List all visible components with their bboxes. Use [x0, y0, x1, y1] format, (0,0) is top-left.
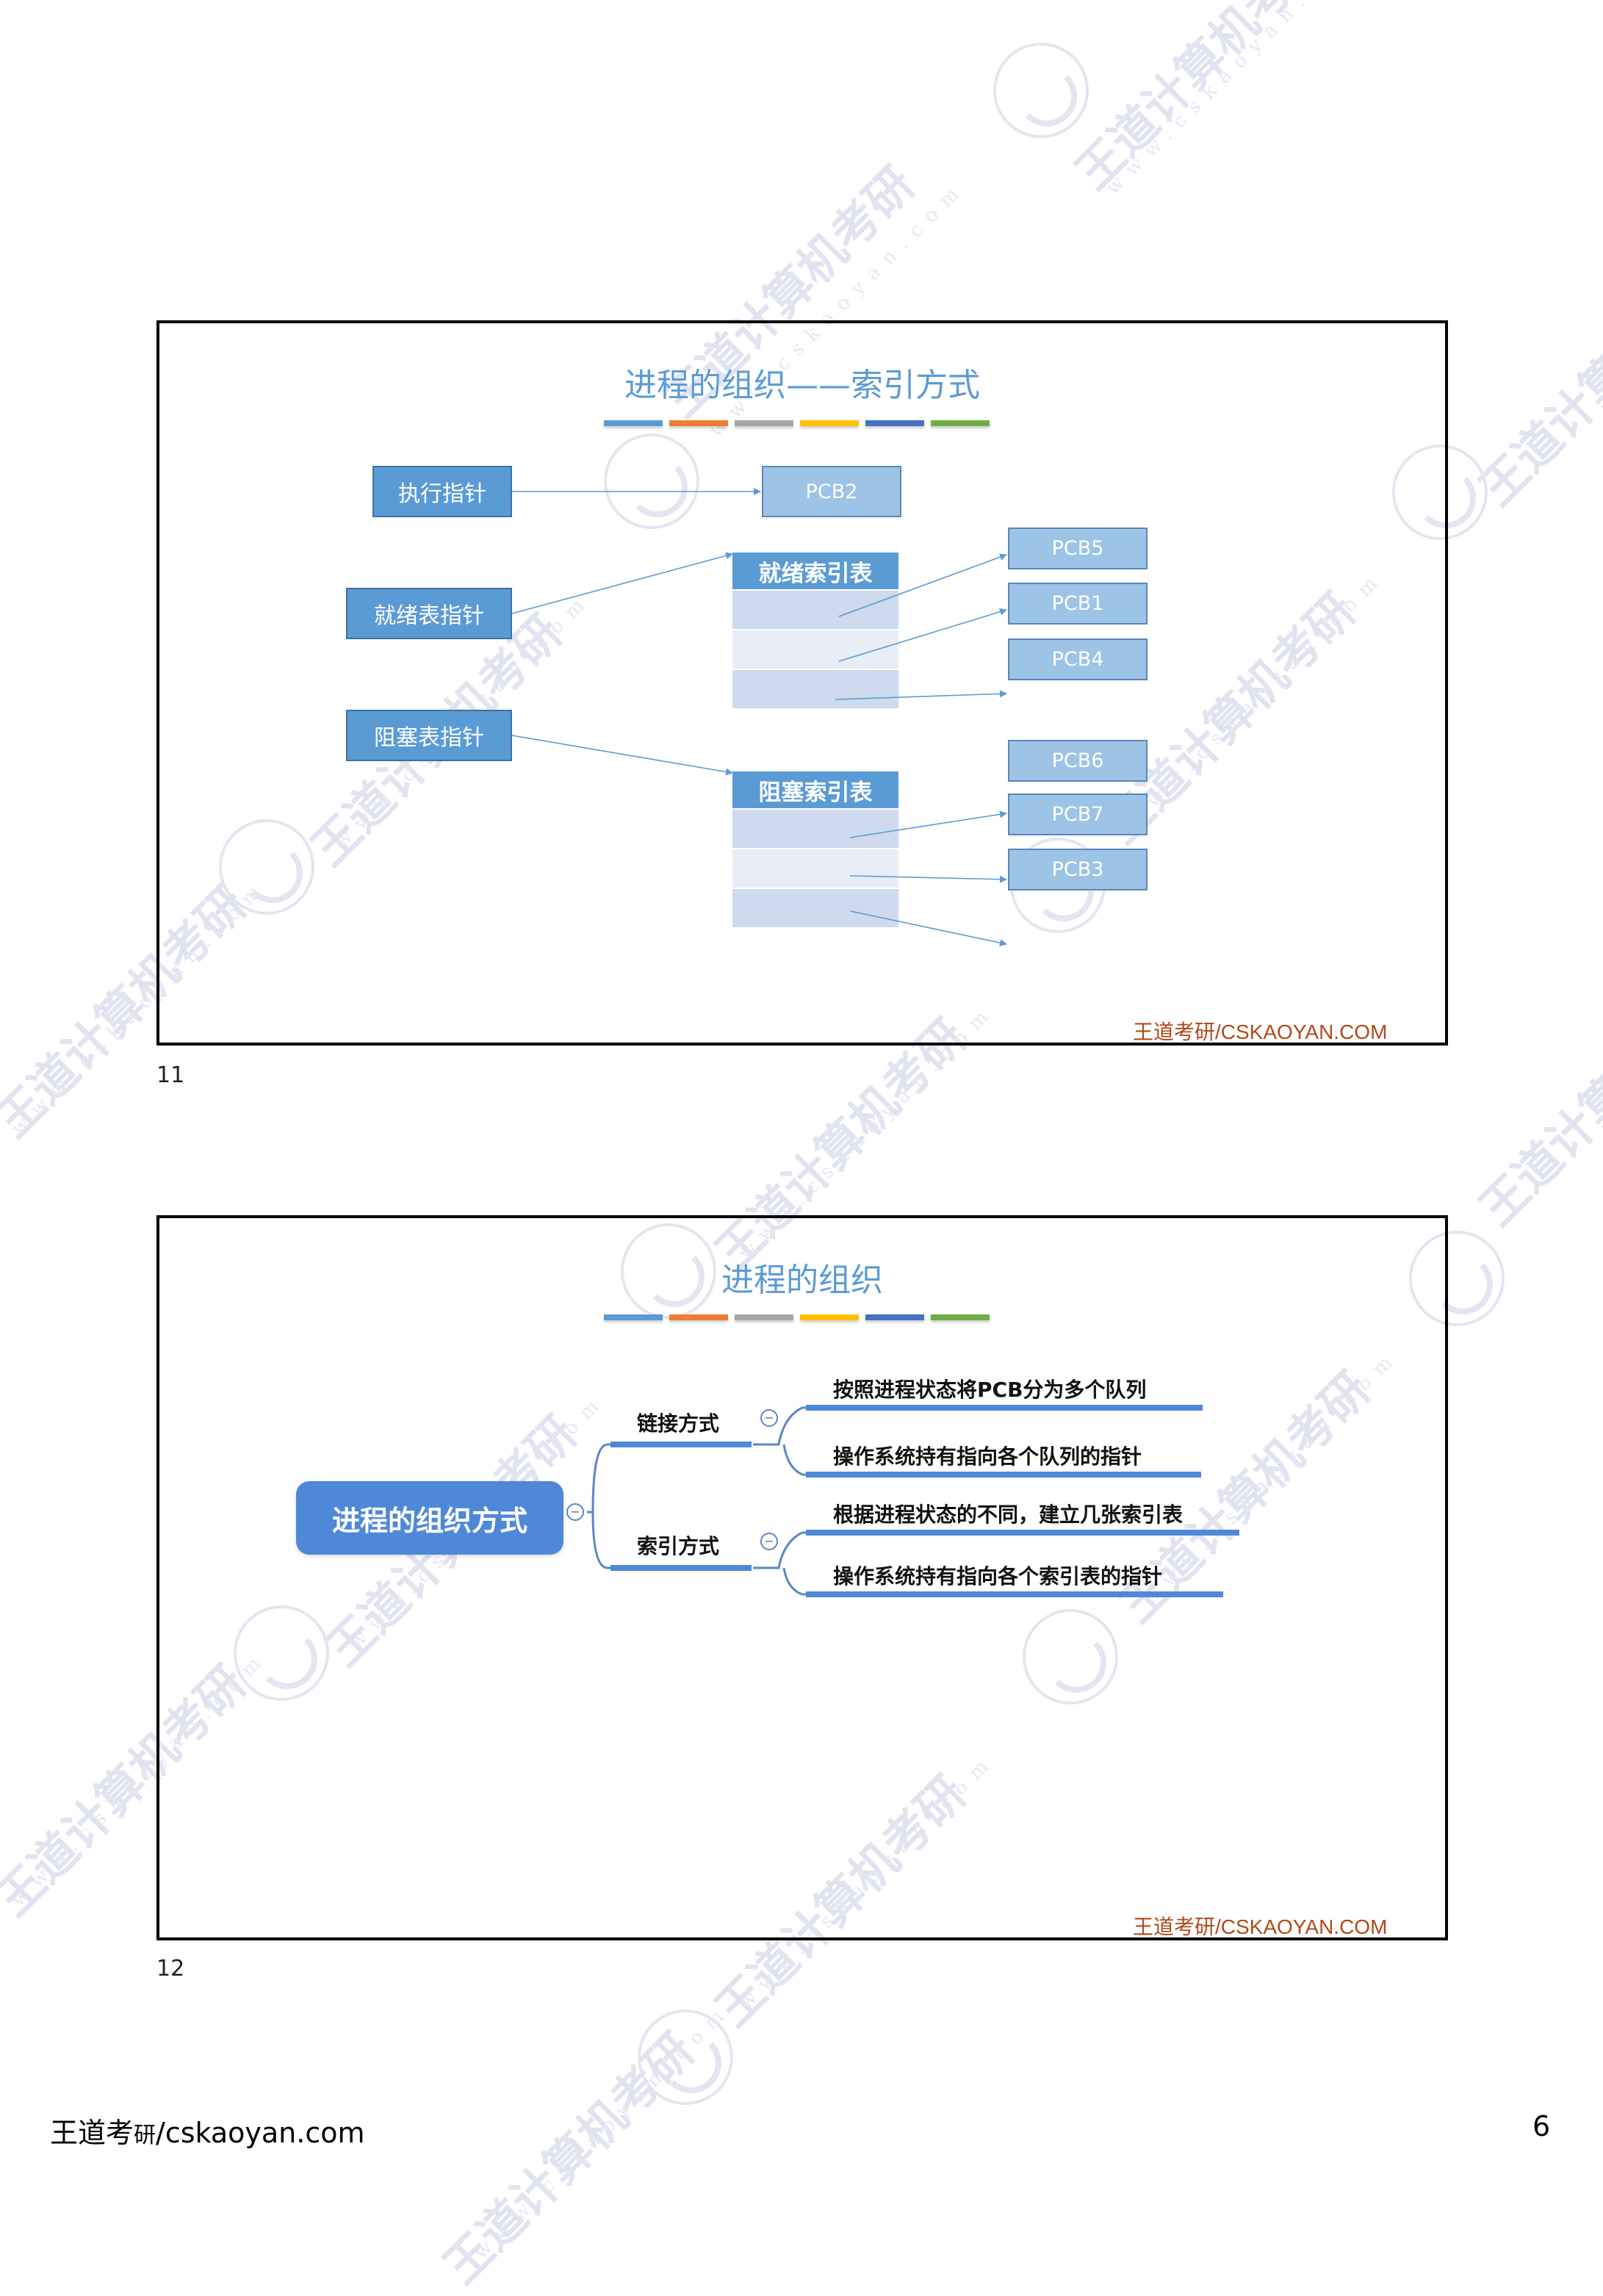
footer-brand-cn: 王道考	[50, 2117, 134, 2149]
slide-brand: 王道考研/CSKAOYAN.COM	[1133, 1915, 1388, 1938]
watermark-text: 王道计算机考研	[1065, 0, 1337, 201]
footer-brand-cn-small: 研	[134, 2123, 156, 2148]
colorbar-segment	[800, 420, 859, 426]
pcb4-box: PCB4	[1008, 638, 1148, 680]
page-number: 6	[1532, 2110, 1551, 2142]
pcb7-box: PCB7	[1008, 793, 1148, 835]
pcb2-box: PCB2	[762, 466, 901, 517]
colorbar-segment	[865, 420, 924, 426]
branch-indexed-collapse-button[interactable]: −	[760, 1533, 778, 1550]
ready-index-table: 就绪索引表	[732, 553, 898, 708]
mindmap-leaf: 根据进程状态的不同，建立几张索引表	[833, 1503, 1184, 1527]
mindmap-branch-indexed: 索引方式	[637, 1534, 720, 1558]
slide-brand: 王道考研/CSKAOYAN.COM	[1133, 1021, 1388, 1043]
mindmap-leaf: 按照进程状态将PCB分为多个队列	[833, 1378, 1147, 1402]
watermark-text: 王道计算机考研	[1469, 245, 1603, 517]
index-table-row	[732, 810, 898, 848]
colorbar-segment	[735, 1314, 793, 1320]
colorbar-segment	[865, 1314, 924, 1320]
colorbar-segment	[800, 1314, 859, 1320]
blocked-table-pointer-box: 阻塞表指针	[346, 710, 512, 761]
blocked-index-table: 阻塞索引表	[732, 771, 898, 927]
index-table-row	[732, 591, 898, 629]
ready-index-table-header: 就绪索引表	[732, 553, 898, 589]
watermark-url: www.cskaoyan.com	[470, 1998, 736, 2264]
watermark-text: 王道计算机考研	[1469, 965, 1603, 1237]
ready-table-pointer-box: 就绪表指针	[346, 588, 512, 639]
colorbar-segment	[931, 420, 990, 426]
branch-linked-collapse-button[interactable]: −	[760, 1409, 778, 1427]
root-collapse-button[interactable]: −	[566, 1503, 584, 1521]
mindmap-leaf: 操作系统持有指向各个队列的指针	[833, 1444, 1142, 1469]
exec-pointer-box: 执行指针	[372, 466, 512, 517]
colorbar-segment	[669, 1314, 728, 1320]
watermark-seal-icon	[993, 43, 1089, 138]
colorbar-segment	[669, 420, 728, 426]
slide-title: 进程的组织	[721, 1262, 883, 1299]
slide-11: 进程的组织——索引方式 执行指针 就绪表指针 阻塞表指针 PCB2 就绪索引表 …	[156, 320, 1448, 1046]
page-footer-brand: 王道考研/cskaoyan.com	[50, 2110, 364, 2151]
colorbar-segment	[604, 1314, 663, 1320]
slide-number: 12	[156, 1956, 185, 1982]
index-table-row	[732, 670, 898, 708]
index-table-row	[732, 630, 898, 669]
watermark-url: www.cskaoyan.com	[1102, 0, 1368, 200]
pcb1-box: PCB1	[1008, 583, 1148, 625]
slide-12: 进程的组织 进程的组织方式 − 链接方式 − 索引方式 − 按照进程状态	[156, 1215, 1448, 1940]
pcb6-box: PCB6	[1008, 740, 1148, 782]
pcb5-box: PCB5	[1008, 528, 1148, 569]
slide-number: 11	[156, 1062, 185, 1088]
colorbar-segment	[735, 420, 793, 426]
slide-title: 进程的组织——索引方式	[624, 367, 980, 404]
colorbar-segment	[604, 420, 663, 426]
footer-brand-url: /cskaoyan.com	[156, 2117, 365, 2149]
watermark-text: 王道计算机考研	[433, 2023, 705, 2295]
colorbar-segment	[931, 1314, 990, 1320]
blocked-index-table-header: 阻塞索引表	[732, 771, 898, 808]
mindmap-branch-linked: 链接方式	[637, 1411, 720, 1436]
mindmap-root-node: 进程的组织方式	[296, 1481, 563, 1555]
mindmap-leaf: 操作系统持有指向各个索引表的指针	[833, 1564, 1163, 1588]
watermark-seal-icon	[638, 2009, 733, 2105]
index-table-row	[732, 889, 898, 927]
index-table-row	[732, 849, 898, 888]
pcb3-box: PCB3	[1008, 849, 1148, 890]
mindmap-connectors	[587, 1405, 1239, 1597]
